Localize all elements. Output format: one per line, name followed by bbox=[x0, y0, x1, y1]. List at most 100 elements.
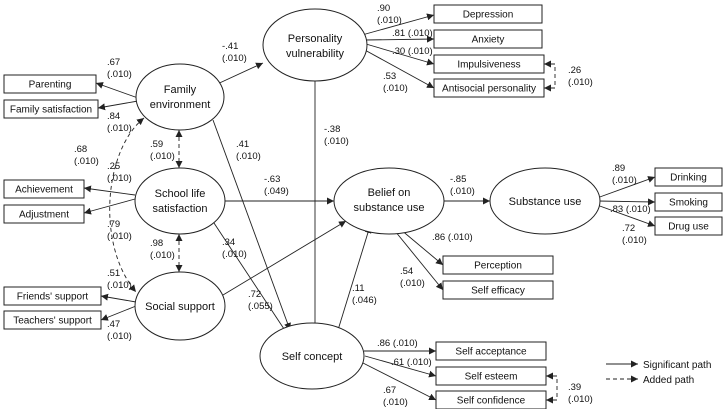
coef-fam-social: .68 bbox=[74, 144, 87, 155]
coef-belief-substance-se: (.010) bbox=[450, 186, 475, 197]
coef-anxiety: .81 (.010) bbox=[392, 28, 433, 39]
box-impulsiveness: Impulsiveness bbox=[457, 60, 520, 71]
box-drinking: Drinking bbox=[670, 173, 707, 184]
path-substance-drinking bbox=[596, 176, 656, 199]
coef-self-acceptance: .86 (.010) bbox=[377, 338, 418, 349]
coef-fam-school: .59 bbox=[150, 139, 163, 150]
label-school-line2: satisfaction bbox=[152, 203, 207, 215]
box-achievement: Achievement bbox=[15, 185, 73, 196]
coef-pers-self: -.38 bbox=[324, 124, 340, 135]
coef-teachers: .47 bbox=[107, 319, 120, 330]
coef-perception: .86 (.010) bbox=[432, 232, 473, 243]
path-personality-antisocial bbox=[362, 48, 435, 89]
coef-pers-self-se: (.010) bbox=[324, 136, 349, 147]
coef-drug-use-se: (.010) bbox=[622, 235, 647, 246]
label-social-support: Social support bbox=[145, 301, 215, 313]
coef-achievement: .25 bbox=[107, 161, 120, 172]
coef-social-belief-se: (.055) bbox=[248, 301, 273, 312]
coef-social-belief: .72 bbox=[248, 289, 261, 300]
box-self-acceptance: Self acceptance bbox=[455, 347, 527, 358]
path-personality-depression bbox=[361, 13, 435, 36]
coef-self-confidence: .67 bbox=[383, 385, 396, 396]
coef-drug-use: .72 bbox=[622, 223, 635, 234]
label-family-line2: environment bbox=[150, 99, 211, 111]
path-family-family-satisfaction bbox=[97, 100, 139, 111]
coef-family-satisfaction-se: (.010) bbox=[107, 123, 132, 134]
path-personality-impulsiveness bbox=[365, 43, 435, 66]
box-antisocial-personality: Antisocial personality bbox=[442, 84, 536, 95]
coef-antisocial-se: (.010) bbox=[383, 83, 408, 94]
coef-fam-self-se: (.010) bbox=[236, 151, 261, 162]
coef-friends-se: (.010) bbox=[107, 280, 132, 291]
path-social-friends bbox=[100, 293, 137, 303]
coef-adjustment-se: (.010) bbox=[107, 231, 132, 242]
box-self-efficacy: Self efficacy bbox=[471, 286, 525, 297]
coef-drinking: .89 bbox=[612, 163, 625, 174]
box-self-esteem: Self esteem bbox=[465, 372, 518, 383]
box-friends-support: Friends' support bbox=[17, 292, 89, 303]
label-substance-use: Substance use bbox=[509, 196, 582, 208]
coef-antisocial: .53 bbox=[383, 71, 396, 82]
observed-variables: Parenting Family satisfaction Achievemen… bbox=[3, 4, 723, 409]
coef-friends: .51 bbox=[107, 268, 120, 279]
coef-drinking-se: (.010) bbox=[612, 175, 637, 186]
path-family-personality bbox=[212, 62, 264, 87]
coef-adjustment: .79 bbox=[107, 219, 120, 230]
box-anxiety: Anxiety bbox=[472, 35, 505, 46]
coef-impulsiveness: .30 (.010) bbox=[392, 46, 433, 57]
label-self-concept: Self concept bbox=[282, 351, 343, 363]
coef-fam-pers-se: (.010) bbox=[222, 53, 247, 64]
ellipse-self-concept bbox=[259, 322, 365, 390]
coef-fam-social-se: (.010) bbox=[74, 156, 99, 167]
coef-family-satisfaction: .84 bbox=[107, 111, 120, 122]
coef-self-belief-se: (.046) bbox=[352, 295, 377, 306]
coef-smoking: .83 (.010) bbox=[610, 204, 651, 215]
path-self-confidence bbox=[360, 361, 437, 401]
ellipse-substance-use bbox=[489, 167, 601, 235]
path-social-belief bbox=[217, 220, 347, 299]
coef-fam-self: .41 bbox=[236, 139, 249, 150]
coef-esteem-conf-se: (.010) bbox=[568, 394, 593, 405]
coef-school-belief: -.63 bbox=[264, 174, 280, 185]
label-personality-line1: Personality bbox=[288, 33, 343, 45]
paths bbox=[83, 13, 656, 404]
label-family-line1: Family bbox=[164, 84, 197, 96]
coef-school-self: .34 bbox=[222, 237, 235, 248]
path-social-teachers bbox=[100, 305, 137, 321]
coef-fam-school-se: (.010) bbox=[150, 151, 175, 162]
box-depression: Depression bbox=[463, 10, 514, 21]
path-belief-self-efficacy bbox=[394, 230, 444, 291]
ellipse-personality-vulnerability bbox=[262, 8, 368, 82]
coef-depression: .90 bbox=[377, 3, 390, 14]
label-school-line1: School life bbox=[155, 188, 206, 200]
path-substance-drug-use bbox=[596, 204, 656, 227]
box-smoking: Smoking bbox=[669, 198, 708, 209]
coef-school-social-se: (.010) bbox=[150, 250, 175, 261]
coef-depression-se: (.010) bbox=[377, 15, 402, 26]
path-school-self-concept bbox=[211, 219, 289, 336]
coef-parenting-se: (.010) bbox=[107, 69, 132, 80]
path-school-achievement bbox=[83, 185, 136, 196]
coef-self-efficacy-se: (.010) bbox=[400, 278, 425, 289]
legend-added-label: Added path bbox=[643, 375, 694, 386]
label-belief-line1: Belief on bbox=[368, 187, 411, 199]
box-teachers-support: Teachers' support bbox=[13, 316, 92, 327]
path-belief-perception bbox=[399, 228, 444, 266]
coef-belief-substance: -.85 bbox=[450, 174, 466, 185]
ellipse-belief-on-substance-use bbox=[333, 167, 445, 235]
coef-parenting: .67 bbox=[107, 57, 120, 68]
box-perception: Perception bbox=[474, 261, 522, 272]
legend-significant-label: Significant path bbox=[643, 360, 711, 371]
ellipse-family-environment bbox=[135, 63, 225, 131]
coef-esteem-conf: .39 bbox=[568, 382, 581, 393]
label-personality-line2: vulnerability bbox=[286, 48, 345, 60]
coef-imp-anti: .26 bbox=[568, 65, 581, 76]
coef-self-confidence-se: (.010) bbox=[383, 397, 408, 408]
coef-self-efficacy: .54 bbox=[400, 266, 413, 277]
latent-variables: Personality vulnerability Family environ… bbox=[134, 8, 601, 390]
coef-teachers-se: (.010) bbox=[107, 331, 132, 342]
coef-imp-anti-se: (.010) bbox=[568, 77, 593, 88]
coefficients: .67 (.010) .84 (.010) .68 (.010) .25 (.0… bbox=[74, 3, 651, 408]
legend: Significant path Added path bbox=[606, 360, 711, 386]
